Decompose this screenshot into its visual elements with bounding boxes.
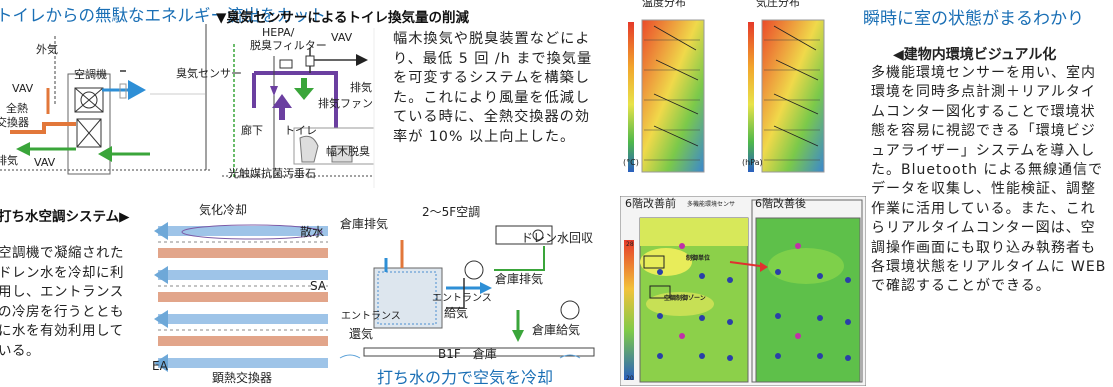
body-uchimizu: 空調機で凝縮されたドレン水を冷却に利用し、エントランスの冷房を行うとともに水を有… [0, 245, 124, 359]
section-title-odor-sensor: ▼臭気センサーによるトイレ換気量の削減 [216, 10, 469, 26]
label-warehouse-supply: 倉庫給気 [532, 323, 581, 337]
label-vav: VAV [331, 31, 353, 44]
uchimizu-diagram [154, 222, 595, 372]
label-ea: EA [152, 359, 168, 373]
label-hepa-2: 脱臭フィルター [250, 39, 327, 52]
toilet-ventilation-diagram [222, 28, 375, 188]
label-baseboard-deodor: 幅木脱臭 [326, 145, 370, 158]
unit-hpa: (hPa) [742, 158, 763, 167]
label-toilet: トイレ [284, 124, 317, 137]
label-entrance-supply-2: 給気 [444, 306, 469, 320]
label-exhaust: 排気 [0, 154, 18, 167]
label-sprinkle: 散水 [300, 225, 325, 239]
label-sensible-hx: 顕熱交換器 [212, 371, 273, 385]
label-pressure-dist: 気圧分布 [756, 0, 800, 9]
right-subtitle: ◀建物内環境ビジュアル化 [893, 47, 1057, 63]
contour-thumbnails [628, 19, 825, 173]
label-warehouse-exhaust-1: 倉庫排気 [340, 217, 389, 231]
label-exhaust-mid: 排気 [350, 81, 372, 94]
label-b1f-warehouse: B1F 倉庫 [438, 347, 497, 361]
label-hx-1: 全熱 [6, 102, 28, 115]
heat-exchanger-stack [154, 222, 328, 372]
section-title-toilet-energy: トイレからの無駄なエネルギー流出をカット [0, 6, 326, 25]
label-entrance-return-2: 還気 [349, 327, 374, 341]
unit-c: (°C) [623, 158, 639, 167]
label-hepa-1: HEPA/ [262, 26, 295, 39]
label-entrance-return-1: エントランス [341, 311, 401, 322]
label-vav-top: VAV [12, 82, 34, 95]
floor-before-sublabel: 多機能環境センサ [687, 201, 736, 208]
label-warehouse-exhaust-2: 倉庫排気 [495, 272, 544, 286]
label-aircon-2-5f: 2～5F空調 [422, 205, 481, 219]
section-title-uchimizu: 打ち水空調システム▶ [0, 209, 130, 225]
label-odor-sensor: 臭気センサー [176, 67, 242, 80]
label-system-control: 空調制御ゾーン [664, 295, 706, 302]
floor-before-label: 6階改善前 [625, 197, 676, 210]
label-control-unit: 制御単位 [686, 255, 711, 262]
label-exhaust-fan: 排気ファン [318, 97, 373, 110]
label-sa: SA [310, 279, 327, 293]
label-evap-cooling: 気化冷却 [199, 203, 248, 217]
right-body: 多機能環境センサーを用い、室内環境を同時多点計測＋リアルタイムコンター図化するこ… [871, 65, 1107, 295]
label-drain-recovery: ドレン水回収 [521, 231, 594, 245]
label-vav-bottom: VAV [34, 156, 56, 169]
right-title: 瞬時に室の状態がまるわかり [863, 9, 1084, 29]
label-aircon: 空調機 [74, 68, 107, 81]
label-entrance-supply-1: エントランス [432, 293, 492, 304]
scale-bottom: 20 [626, 375, 634, 382]
floor-plan-pair [620, 196, 866, 386]
label-corridor: 廊下 [241, 124, 263, 137]
scale-top: 28 [626, 241, 634, 248]
label-outside-air: 外気 [36, 43, 58, 56]
ventilation-diagram [0, 24, 210, 175]
body-odor-sensor: 幅木換気や脱臭装置などにより、最低 5 回 /h まで換気量を可変するシステムを… [393, 31, 593, 145]
label-photocatalyst: 光触媒抗菌汚垂石 [228, 167, 316, 180]
label-temp-dist: 温度分布 [642, 0, 686, 9]
floor-after-label: 6階改善後 [755, 197, 806, 210]
label-hx-2: 交換器 [0, 116, 29, 129]
caption-uchimizu: 打ち水の力で空気を冷却 [377, 368, 554, 387]
